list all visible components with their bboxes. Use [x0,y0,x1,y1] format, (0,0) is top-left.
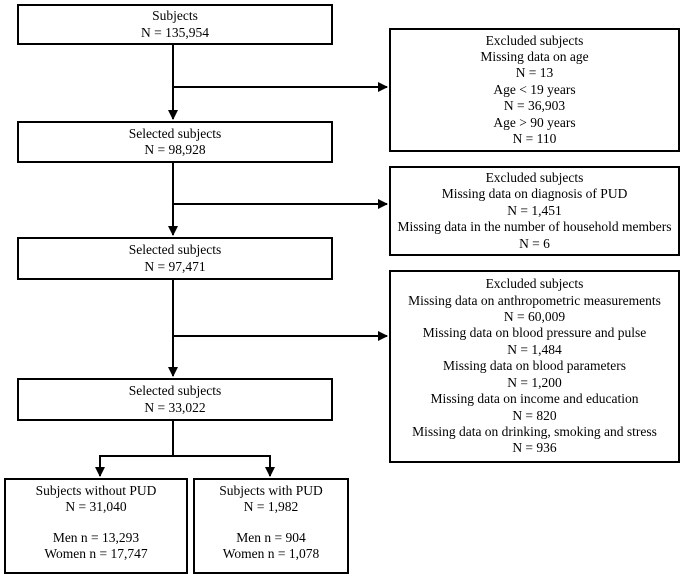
subjects-box: Subjects N = 135,954 [17,4,333,45]
subjects-title: Subjects [152,8,198,24]
selected3-title: Selected subjects [128,383,222,399]
excluded1-line-2: N = 13 [515,65,554,81]
excluded3-line-9: Missing data on drinking, smoking and st… [412,423,657,439]
excluded3-line-6: N = 1,200 [507,374,562,390]
excluded2-line-2: N = 1,451 [507,202,562,218]
excluded1-line-4: N = 36,903 [503,98,566,114]
with-pud-men: Men n = 904 [236,529,306,545]
excluded-box-1: Excluded subjects Missing data on age N … [389,28,680,152]
selected1-count: N = 98,928 [144,142,206,157]
excluded-box-2: Excluded subjects Missing data on diagno… [389,166,680,256]
without-pud-title: Subjects without PUD [35,483,157,498]
excluded3-line-0: Excluded subjects [485,276,584,292]
excluded1-line-6: N = 110 [512,131,557,147]
subjects-count: N = 135,954 [141,24,209,40]
excluded3-line-7: Missing data on income and education [430,391,639,407]
excluded1-line-1: Missing data on age [480,48,589,64]
selected-box-3: Selected subjects N = 33,022 [17,378,333,421]
selected-box-2: Selected subjects N = 97,471 [17,237,333,280]
excluded3-line-2: N = 60,009 [503,309,566,325]
with-pud-women: Women n = 1,078 [222,546,320,562]
excluded3-line-4: N = 1,484 [507,341,562,357]
excluded1-line-0: Excluded subjects [485,32,584,48]
with-pud-title: Subjects with PUD [219,483,323,498]
with-pud-box: Subjects with PUD N = 1,982 Men n = 904 … [193,478,349,574]
excluded1-line-5: Age > 90 years [493,114,576,130]
excluded3-line-1: Missing data on anthropometric measureme… [408,292,661,308]
without-pud-women: Women n = 17,747 [44,546,148,562]
excluded3-line-5: Missing data on blood parameters [443,358,626,374]
excluded3-line-8: N = 820 [512,407,557,423]
excluded1-line-3: Age < 19 years [493,81,576,97]
without-pud-men: Men n = 13,293 [52,529,140,545]
excluded3-line-10: N = 936 [512,440,557,456]
excluded-box-3: Excluded subjects Missing data on anthro… [389,270,680,463]
selected1-title: Selected subjects [128,125,222,141]
with-pud-count: N = 1,982 [243,499,299,515]
without-pud-box: Subjects without PUD N = 31,040 Men n = … [4,478,188,574]
excluded2-line-1: Missing data on diagnosis of PUD [441,186,628,202]
excluded3-line-3: Missing data on blood pressure and pulse [422,325,647,341]
excluded2-line-3: Missing data in the number of household … [397,219,672,235]
selected3-count: N = 33,022 [144,399,206,415]
excluded2-line-4: N = 6 [519,235,550,251]
selected2-title: Selected subjects [128,242,222,258]
selected2-count: N = 97,471 [144,258,206,274]
without-pud-count: N = 31,040 [65,499,127,515]
selected-box-1: Selected subjects N = 98,928 [17,121,333,163]
excluded2-line-0: Excluded subjects [485,169,584,185]
